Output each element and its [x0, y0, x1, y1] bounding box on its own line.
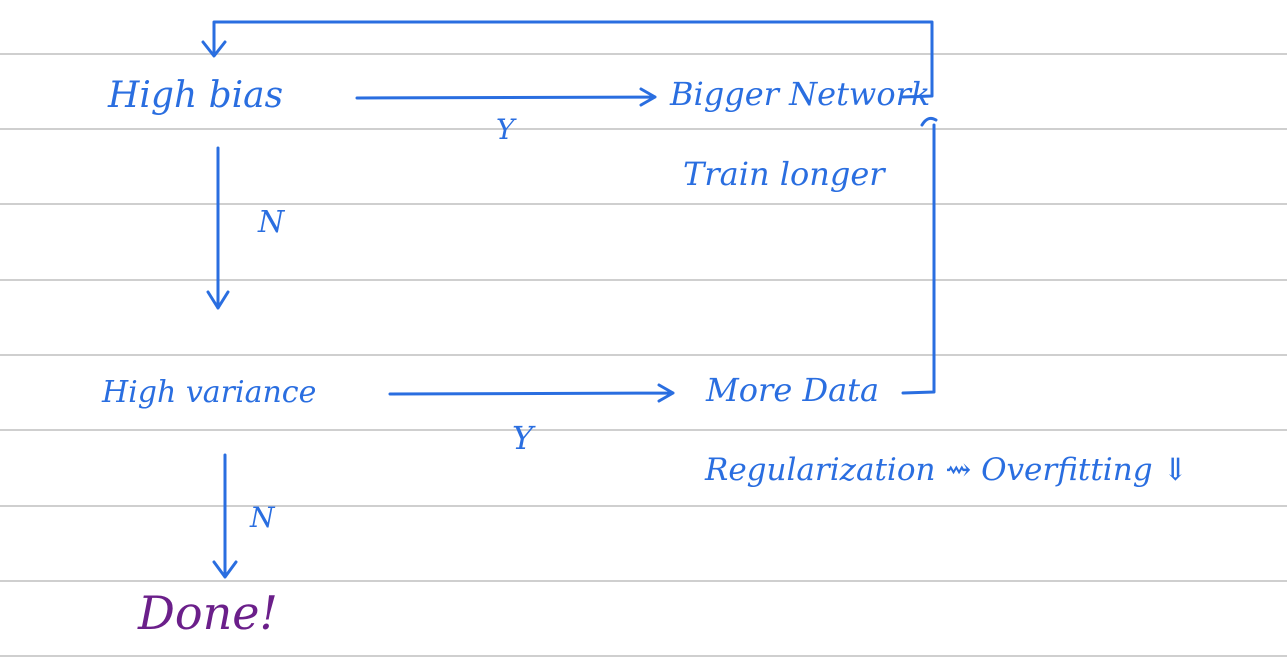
ruled-line — [0, 580, 1287, 582]
node-high-variance: High variance — [102, 375, 317, 410]
node-done: Done! — [138, 586, 278, 640]
edge-label-variance-no: N — [250, 501, 275, 534]
arrow-loop-right — [901, 116, 938, 395]
ruled-line — [0, 53, 1287, 55]
edge-label-bias-no: N — [258, 205, 285, 240]
arrow-bias-yes — [355, 87, 657, 107]
arrow-bias-no — [206, 146, 230, 310]
node-high-bias: High bias — [108, 75, 284, 116]
node-bigger-network: Bigger Network — [670, 75, 931, 113]
ruled-line — [0, 128, 1287, 130]
arrow-variance-no — [212, 453, 238, 579]
node-regularization: Regularization ⇝ Overfitting ⇓ — [705, 452, 1189, 488]
node-train-longer: Train longer — [683, 155, 885, 193]
ruled-line — [0, 429, 1287, 431]
ruled-line — [0, 655, 1287, 657]
ruled-line — [0, 279, 1287, 281]
arrow-loop-top — [201, 20, 934, 99]
ruled-line — [0, 203, 1287, 205]
arrow-variance-yes — [388, 383, 675, 403]
node-more-data: More Data — [706, 371, 880, 409]
edge-label-variance-yes: Y — [512, 419, 534, 457]
ruled-line — [0, 354, 1287, 356]
ruled-line — [0, 505, 1287, 507]
edge-label-bias-yes: Y — [496, 113, 515, 146]
